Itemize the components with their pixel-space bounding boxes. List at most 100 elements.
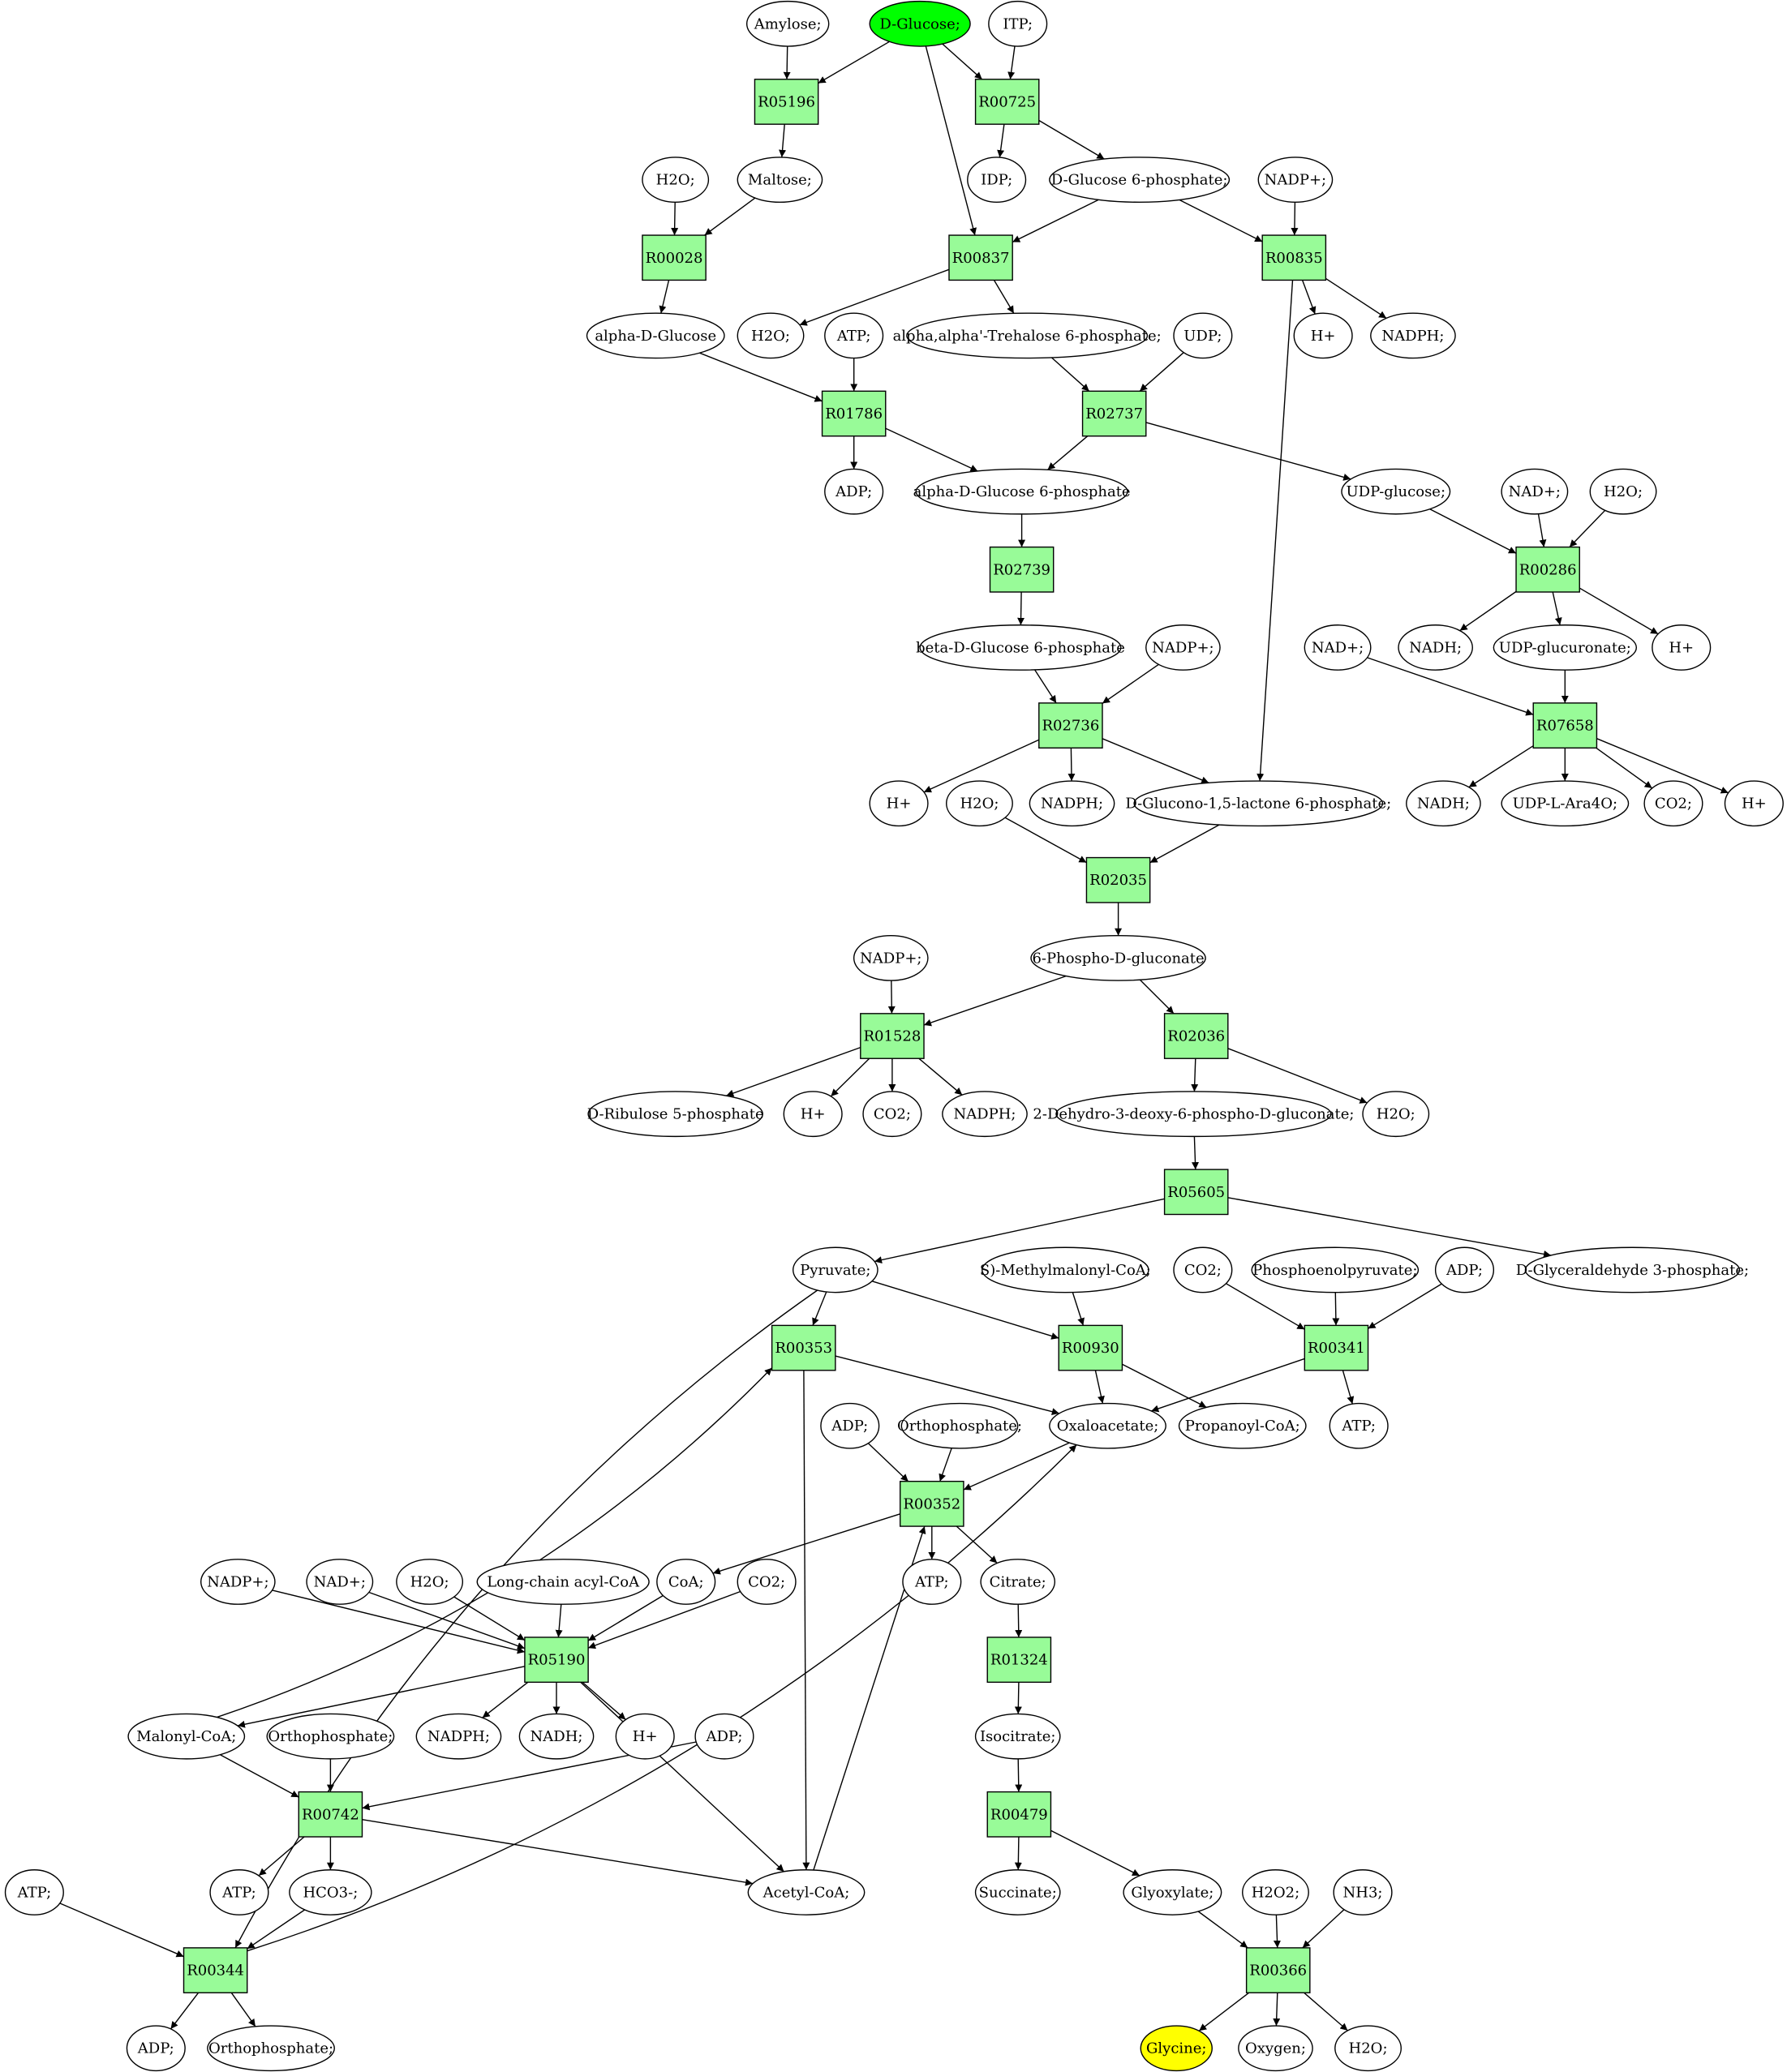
- metabolite-node-bdg6p[interactable]: beta-D-Glucose 6-phosphate: [916, 624, 1125, 671]
- metabolite-node-udpglcur[interactable]: UDP-glucuronate;: [1493, 624, 1638, 671]
- metabolite-node-accoa[interactable]: Acetyl-CoA;: [747, 1869, 866, 1915]
- reaction-node-R00341[interactable]: R00341: [1304, 1324, 1369, 1371]
- reaction-node-R00837[interactable]: R00837: [948, 234, 1013, 281]
- reaction-node-R01786[interactable]: R01786: [821, 390, 887, 437]
- reaction-node-R02737[interactable]: R02737: [1081, 390, 1147, 437]
- metabolite-node-smmcoa[interactable]: S)-Methylmalonyl-CoA;: [980, 1246, 1151, 1293]
- metabolite-node-adp4[interactable]: ADP;: [694, 1713, 754, 1760]
- metabolite-node-h2o6[interactable]: H2O;: [396, 1559, 464, 1605]
- metabolite-node-adp3[interactable]: ADP;: [820, 1402, 880, 1449]
- metabolite-node-nadph3[interactable]: NADPH;: [942, 1091, 1028, 1138]
- metabolite-node-coa[interactable]: CoA;: [656, 1559, 716, 1605]
- metabolite-node-nadph1[interactable]: NADPH;: [1370, 312, 1456, 359]
- metabolite-node-h2o1[interactable]: H2O;: [642, 157, 710, 204]
- reaction-node-R00366[interactable]: R00366: [1245, 1947, 1311, 1993]
- metabolite-node-itp[interactable]: ITP;: [988, 0, 1048, 47]
- metabolite-node-h2o7[interactable]: H2O;: [1334, 2025, 1402, 2072]
- metabolite-node-nadh3[interactable]: NADH;: [518, 1713, 595, 1760]
- metabolite-node-hplus4[interactable]: H+: [1724, 780, 1784, 827]
- metabolite-node-propcoa[interactable]: Propanoyl-CoA;: [1178, 1402, 1307, 1449]
- metabolite-node-hco3[interactable]: HCO3-;: [289, 1869, 372, 1915]
- metabolite-node-glycine[interactable]: Glycine;: [1140, 2025, 1213, 2072]
- reaction-node-R02739[interactable]: R02739: [989, 546, 1055, 593]
- reaction-node-R05196[interactable]: R05196: [754, 79, 819, 125]
- reaction-node-R02035[interactable]: R02035: [1085, 856, 1151, 903]
- metabolite-node-co2b[interactable]: CO2;: [862, 1091, 922, 1138]
- reaction-node-R05190[interactable]: R05190: [524, 1637, 589, 1684]
- metabolite-node-nadph2[interactable]: NADPH;: [1029, 780, 1115, 827]
- metabolite-node-isocit[interactable]: Isocitrate;: [974, 1713, 1061, 1760]
- metabolite-node-maltose[interactable]: Maltose;: [737, 157, 823, 204]
- metabolite-node-co2d[interactable]: CO2;: [737, 1559, 797, 1605]
- reaction-node-R00835[interactable]: R00835: [1261, 234, 1327, 281]
- metabolite-node-nad2[interactable]: NAD+;: [1304, 624, 1372, 671]
- reaction-node-R01528[interactable]: R01528: [860, 1013, 925, 1059]
- metabolite-node-kdpg[interactable]: 2-Dehydro-3-deoxy-6-phospho-D-gluconate;: [1033, 1091, 1354, 1138]
- metabolite-node-pglc[interactable]: 6-Phospho-D-gluconate: [1030, 934, 1206, 981]
- metabolite-node-glyox[interactable]: Glyoxylate;: [1123, 1869, 1222, 1915]
- reaction-node-R02036[interactable]: R02036: [1163, 1013, 1229, 1059]
- metabolite-node-hplus3[interactable]: H+: [869, 780, 929, 827]
- metabolite-node-atp4[interactable]: ATP;: [209, 1869, 269, 1915]
- reaction-node-R00742[interactable]: R00742: [298, 1791, 363, 1838]
- metabolite-node-h2o4[interactable]: H2O;: [946, 780, 1013, 827]
- metabolite-node-hplus5[interactable]: H+: [783, 1091, 843, 1138]
- metabolite-node-h2o2[interactable]: H2O;: [737, 312, 805, 359]
- metabolite-node-idp[interactable]: IDP;: [967, 157, 1027, 204]
- metabolite-node-adp2[interactable]: ADP;: [1434, 1246, 1495, 1293]
- metabolite-node-ru5p[interactable]: D-Ribulose 5-phosphate: [587, 1091, 764, 1138]
- metabolite-node-tre6p[interactable]: alpha,alpha'-Trehalose 6-phosphate;: [893, 312, 1162, 359]
- metabolite-node-h2o5[interactable]: H2O;: [1362, 1091, 1430, 1138]
- metabolite-node-pi3[interactable]: Orthophosphate;: [207, 2025, 335, 2072]
- metabolite-node-pi2[interactable]: Orthophosphate;: [266, 1713, 395, 1760]
- reaction-node-R00353[interactable]: R00353: [771, 1324, 836, 1371]
- reaction-node-R00028[interactable]: R00028: [642, 234, 707, 281]
- metabolite-node-pi1[interactable]: Orthophosphate;: [897, 1402, 1022, 1449]
- metabolite-node-oaa[interactable]: Oxaloacetate;: [1049, 1402, 1166, 1449]
- metabolite-node-h2o3[interactable]: H2O;: [1589, 468, 1657, 515]
- metabolite-node-succ[interactable]: Succinate;: [974, 1869, 1061, 1915]
- metabolite-node-udp[interactable]: UDP;: [1173, 312, 1233, 359]
- metabolite-node-oxygen[interactable]: Oxygen;: [1238, 2025, 1313, 2072]
- reaction-node-R00930[interactable]: R00930: [1058, 1324, 1123, 1371]
- metabolite-node-nadp2[interactable]: NADP+;: [1145, 624, 1221, 671]
- metabolite-node-pyr[interactable]: Pyruvate;: [793, 1246, 878, 1293]
- metabolite-node-malcoa[interactable]: Malonyl-CoA;: [127, 1713, 246, 1760]
- metabolite-node-g3p[interactable]: D-Glyceraldehyde 3-phosphate;: [1516, 1246, 1749, 1293]
- metabolite-node-udpara[interactable]: UDP-L-Ara4O;: [1501, 780, 1630, 827]
- metabolite-node-nad3[interactable]: NAD+;: [306, 1559, 374, 1605]
- metabolite-node-adglc[interactable]: alpha-D-Glucose: [586, 312, 725, 359]
- metabolite-node-co2a[interactable]: CO2;: [1643, 780, 1703, 827]
- reaction-node-R05605[interactable]: R05605: [1163, 1169, 1229, 1216]
- metabolite-node-atp2[interactable]: ATP;: [1329, 1402, 1389, 1449]
- metabolite-node-h2o2b[interactable]: H2O2;: [1242, 1869, 1309, 1915]
- metabolite-node-atp5[interactable]: ATP;: [4, 1869, 64, 1915]
- metabolite-node-co2c[interactable]: CO2;: [1173, 1246, 1233, 1293]
- reaction-node-R00352[interactable]: R00352: [899, 1480, 964, 1527]
- reaction-node-R02736[interactable]: R02736: [1038, 702, 1103, 749]
- metabolite-node-atp1[interactable]: ATP;: [824, 312, 884, 359]
- metabolite-node-nadh1[interactable]: NADH;: [1398, 624, 1473, 671]
- metabolite-node-atp3[interactable]: ATP;: [902, 1559, 962, 1605]
- metabolite-node-nadp1[interactable]: NADP+;: [1257, 157, 1334, 204]
- reaction-node-R01324[interactable]: R01324: [986, 1637, 1052, 1684]
- metabolite-node-hplus1[interactable]: H+: [1293, 312, 1353, 359]
- metabolite-node-citrate[interactable]: Citrate;: [980, 1559, 1056, 1605]
- metabolite-node-hplus6[interactable]: H+: [615, 1713, 675, 1760]
- metabolite-node-adp1[interactable]: ADP;: [824, 468, 884, 515]
- metabolite-node-dglucose[interactable]: D-Glucose;: [869, 0, 971, 47]
- metabolite-node-glclac[interactable]: D-Glucono-1,5-lactone 6-phosphate;: [1125, 780, 1391, 827]
- metabolite-node-adp5[interactable]: ADP;: [126, 2025, 186, 2072]
- reaction-node-R00725[interactable]: R00725: [974, 79, 1040, 125]
- reaction-node-R00286[interactable]: R00286: [1515, 546, 1580, 593]
- metabolite-node-amylose[interactable]: Amylose;: [745, 0, 830, 47]
- reaction-node-R00479[interactable]: R00479: [986, 1791, 1052, 1838]
- metabolite-node-nadp3[interactable]: NADP+;: [853, 934, 929, 981]
- metabolite-node-nadh2[interactable]: NADH;: [1406, 780, 1481, 827]
- metabolite-node-nad1[interactable]: NAD+;: [1501, 468, 1569, 515]
- metabolite-node-hplus2[interactable]: H+: [1652, 624, 1712, 671]
- metabolite-node-lcacoa[interactable]: Long-chain acyl-CoA: [476, 1559, 650, 1605]
- metabolite-node-pep[interactable]: Phosphoenolpyruvate;: [1251, 1246, 1420, 1293]
- metabolite-node-nadp4[interactable]: NADP+;: [200, 1559, 276, 1605]
- metabolite-node-nadph4[interactable]: NADPH;: [415, 1713, 502, 1760]
